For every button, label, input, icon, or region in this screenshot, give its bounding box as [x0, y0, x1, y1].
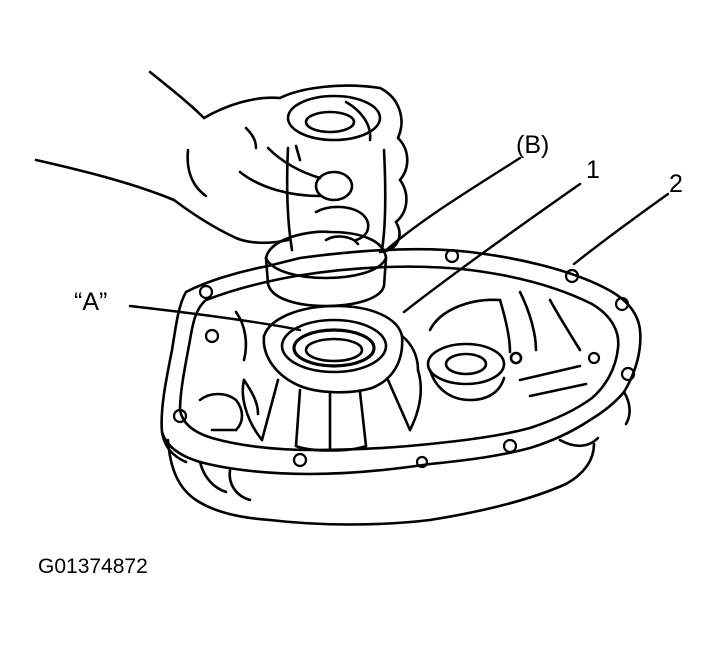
- leader-b: [382, 156, 522, 254]
- callout-label-2: 2: [669, 170, 683, 198]
- case-housing: [160, 247, 642, 526]
- callout-label-1: 1: [586, 156, 600, 184]
- oil-seal-bore: [241, 304, 423, 452]
- leader-2: [572, 192, 670, 266]
- seal-installer-tool: [264, 94, 388, 308]
- leader-1: [402, 182, 582, 314]
- callout-label-a: “A”: [74, 288, 108, 316]
- hand: [34, 70, 409, 254]
- leader-lines: [128, 156, 670, 332]
- callout-label-b: (B): [516, 131, 550, 159]
- leader-a: [128, 304, 302, 332]
- figure-id: G01374872: [38, 555, 148, 578]
